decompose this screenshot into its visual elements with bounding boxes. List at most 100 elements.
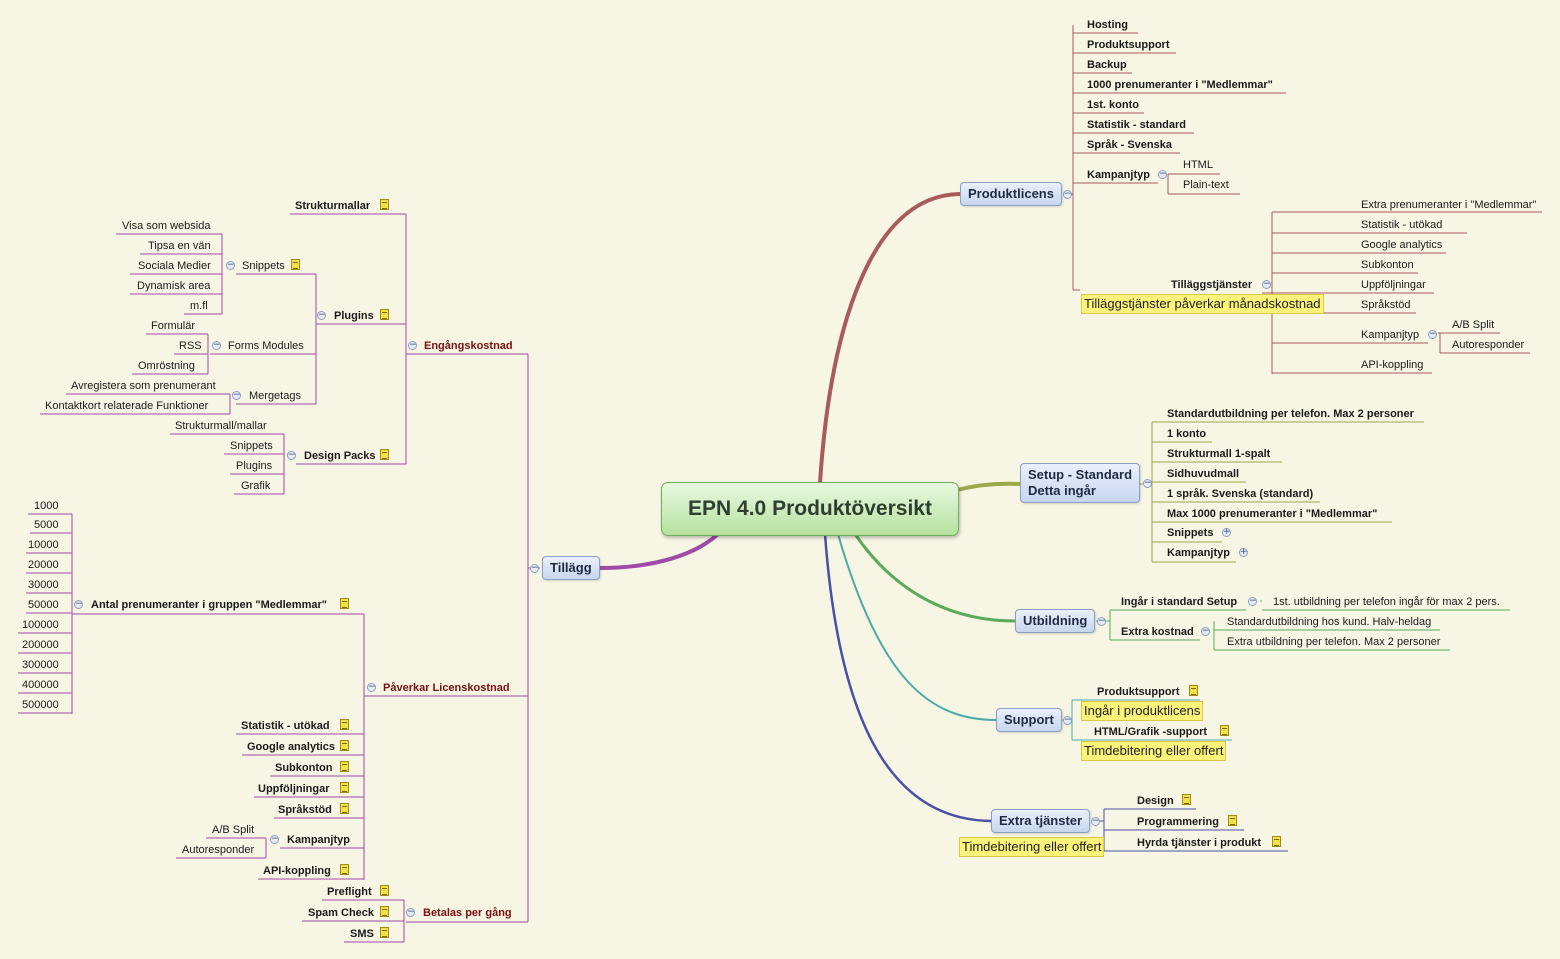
setup-item: Strukturmall 1-spalt [1167,448,1271,460]
setup-item: 1 konto [1167,428,1207,440]
collapse-icon[interactable]: − [367,682,376,692]
mergetags-item: Avregistera som prenumerant [71,380,216,392]
note-icon[interactable] [340,782,349,793]
central-topic[interactable]: EPN 4.0 Produktöversikt [661,482,959,536]
engangskostnad-label: Engångskostnad [424,340,513,352]
note-icon[interactable] [1228,815,1237,826]
licens-api: API-koppling [263,865,331,877]
support-note: Timdebitering eller offert [1081,741,1227,761]
note-icon[interactable] [1189,685,1198,696]
antal-item: 200000 [22,639,59,651]
note-icon[interactable] [380,885,389,896]
betalas-item: SMS [350,928,374,940]
note-icon[interactable] [380,906,389,917]
produktlicens-item: Hosting [1087,19,1128,31]
designpacks-item: Plugins [236,460,273,472]
utbildning-extra-item: Extra utbildning per telefon. Max 2 pers… [1227,636,1441,648]
collapse-icon[interactable]: − [1262,279,1271,289]
collapse-icon[interactable]: − [406,907,415,917]
tillagg-item: Google analytics [1361,239,1443,251]
collapse-icon[interactable]: − [232,390,241,400]
mergetags-item: Kontaktkort relaterade Funktioner [45,400,209,412]
note-icon[interactable] [380,449,389,460]
snippets-label: Snippets [242,260,285,272]
utbildning-ingar-item: 1st. utbildning per telefon ingår för ma… [1273,596,1500,608]
note-icon[interactable] [1272,836,1281,847]
note-icon[interactable] [380,309,389,320]
collapse-icon[interactable]: − [1143,478,1152,488]
collapse-icon[interactable]: − [1063,715,1072,725]
collapse-icon[interactable]: − [1248,596,1257,606]
licens-item: Statistik - utökad [241,720,330,732]
collapse-icon[interactable]: − [1428,329,1437,339]
topic-produktlicens[interactable]: Produktlicens [960,182,1062,206]
utbildning-extra: Extra kostnad [1121,626,1194,638]
licens-kampanjtyp-item: Autoresponder [182,844,255,856]
tillagg-kampanjtyp-item: A/B Split [1452,319,1495,331]
collapse-icon[interactable]: − [530,563,539,573]
tillagg-item: Extra prenumeranter i "Medlemmar" [1361,199,1537,211]
support-item: HTML/Grafik -support [1094,726,1208,738]
note-icon[interactable] [380,199,389,210]
snippets-item: m.fl [190,300,208,312]
collapse-icon[interactable]: − [317,310,326,320]
note-icon[interactable] [1220,725,1229,736]
produktlicens-item: 1st. konto [1087,99,1139,111]
produktlicens-item: Produktsupport [1087,39,1170,51]
forms-item: RSS [179,340,202,352]
note-icon[interactable] [1182,794,1191,805]
antal-label: Antal prenumeranter i gruppen "Medlemmar… [91,599,327,611]
note-icon[interactable] [291,259,300,270]
tillaggstjanster-label: Tilläggstjänster [1171,279,1253,291]
produktlicens-lines [1066,25,1542,374]
betalas-item: Preflight [327,886,372,898]
snippets-item: Visa som websida [122,220,211,232]
note-icon[interactable] [340,803,349,814]
branch-setup [956,481,1021,492]
topic-setup[interactable]: Setup - Standard Detta ingår [1020,463,1141,503]
collapse-icon[interactable]: − [270,834,279,844]
collapse-icon[interactable]: − [226,260,235,270]
collapse-icon[interactable]: − [74,599,83,609]
licens-kampanjtyp: Kampanjtyp [287,834,350,846]
licens-item: Språkstöd [278,804,332,816]
note-icon[interactable] [380,927,389,938]
antal-item: 100000 [22,619,59,631]
topic-support[interactable]: Support [996,708,1062,732]
kampanjtyp-item: Plain-text [1183,179,1229,191]
collapse-icon[interactable]: − [1063,189,1072,199]
collapse-icon[interactable]: − [287,450,296,460]
expand-icon[interactable]: + [1222,527,1231,537]
forms-item: Formulär [151,320,196,332]
note-icon[interactable] [340,740,349,751]
licens-item: Uppföljningar [258,783,330,795]
topic-tillagg[interactable]: Tillägg [542,556,600,580]
betalas-label: Betalas per gång [423,907,512,919]
collapse-icon[interactable]: − [1097,616,1106,626]
produktlicens-item: Språk - Svenska [1087,139,1172,151]
tillagg-api: API-koppling [1361,359,1424,371]
collapse-icon[interactable]: − [1201,626,1210,636]
collapse-icon[interactable]: − [1091,816,1100,826]
branch-extra [823,533,992,823]
topic-utbildning[interactable]: Utbildning [1015,609,1096,633]
collapse-icon[interactable]: − [212,340,221,350]
collapse-icon[interactable]: − [1158,169,1167,179]
forms-label: Forms Modules [228,340,304,352]
tillagg-item: Subkonton [1361,259,1414,271]
collapse-icon[interactable]: − [408,340,417,350]
note-icon[interactable] [340,719,349,730]
note-icon[interactable] [340,761,349,772]
kampanjtyp-item: HTML [1183,159,1213,171]
note-icon[interactable] [340,864,349,875]
strukturmallar-label: Strukturmallar [295,200,371,212]
snippets-item: Sociala Medier [138,260,211,272]
tillagg-kampanjtyp: Kampanjtyp [1361,329,1420,341]
note-icon[interactable] [340,598,349,609]
antal-item: 500000 [22,699,59,711]
branch-tillagg [599,532,720,570]
licenskostnad-label: Påverkar Licenskostnad [383,682,510,694]
expand-icon[interactable]: + [1239,547,1248,557]
topic-extra-tjanster[interactable]: Extra tjänster [991,809,1091,833]
